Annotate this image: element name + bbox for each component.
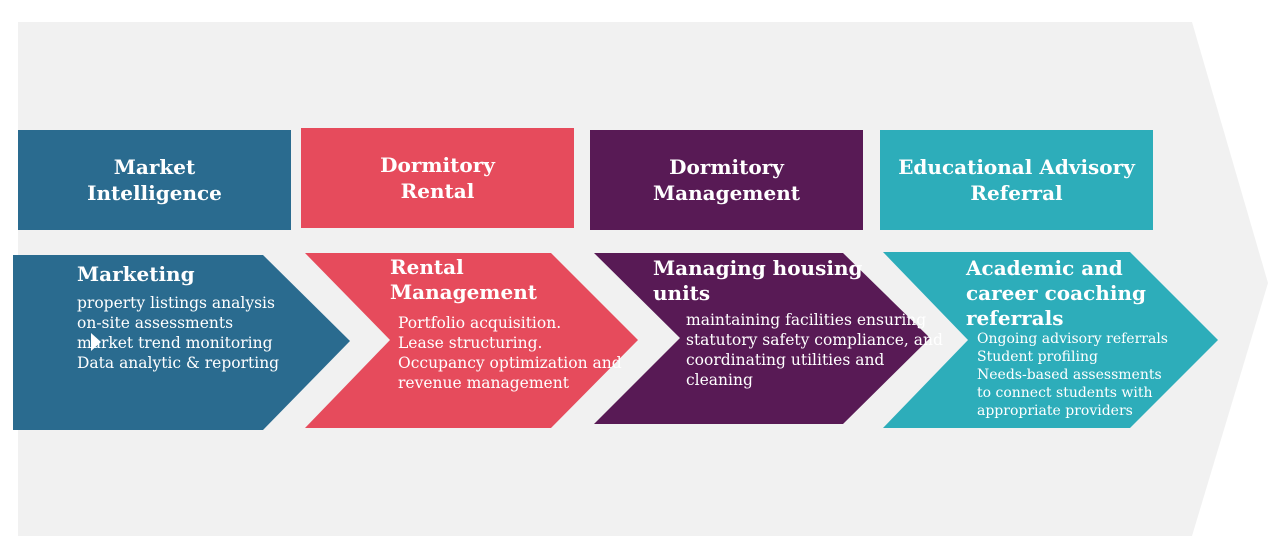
header-dormitory-management: Dormitory Management xyxy=(590,130,863,230)
header-educational-advisory-referral: Educational Advisory Referral xyxy=(880,130,1153,230)
list-item: market trend monitoring xyxy=(77,334,273,352)
list-item: maintaining facilities ensuring xyxy=(686,311,927,329)
list-item: Occupancy optimization and xyxy=(398,354,622,372)
header-label: Educational Advisory Referral xyxy=(898,155,1135,205)
header-label: Market Intelligence xyxy=(87,155,222,205)
list-item: coordinating utilities and xyxy=(686,351,885,369)
cursor-arrow-icon xyxy=(91,333,101,351)
header-market-intelligence: Market Intelligence xyxy=(18,130,291,230)
list-item: revenue management xyxy=(398,374,569,392)
stage-title-rental-management: Rental Management xyxy=(390,255,537,304)
stage-title-housing-units: Managing housing units xyxy=(653,256,863,305)
list-item: cleaning xyxy=(686,371,753,389)
stage-title-coaching-referrals: Academic and career coaching referrals xyxy=(966,256,1146,330)
chevron-rental-management xyxy=(305,253,638,428)
header-label: Dormitory Rental xyxy=(380,153,495,203)
stage-items-rental-management: Portfolio acquisition. Lease structuring… xyxy=(398,313,622,393)
stage-items-marketing: property listings analysis on-site asses… xyxy=(77,293,279,373)
list-item: Portfolio acquisition. xyxy=(398,314,562,332)
stage-items-housing-units: maintaining facilities ensuring statutor… xyxy=(686,310,943,390)
stage-items-coaching-referrals: Ongoing advisory referrals Student profi… xyxy=(977,330,1168,420)
list-item: Data analytic & reporting xyxy=(77,354,280,372)
list-item: Needs-based assessments xyxy=(977,367,1162,383)
list-item: to connect students with xyxy=(977,385,1153,401)
list-item: Lease structuring. xyxy=(398,334,543,352)
list-item: on-site assessments xyxy=(77,314,234,332)
chevron-housing-units xyxy=(594,253,930,424)
chevron-marketing xyxy=(13,255,350,430)
list-item: Student profiling xyxy=(977,349,1098,365)
list-item: Ongoing advisory referrals xyxy=(977,331,1168,347)
header-label: Dormitory Management xyxy=(653,155,800,205)
header-dormitory-rental: Dormitory Rental xyxy=(301,128,574,228)
list-item: statutory safety compliance, and xyxy=(686,331,943,349)
list-item: appropriate providers xyxy=(977,403,1133,419)
chevron-coaching-referrals xyxy=(883,252,1218,428)
list-item: property listings analysis xyxy=(77,294,275,312)
stage-title-marketing: Marketing xyxy=(77,262,195,286)
